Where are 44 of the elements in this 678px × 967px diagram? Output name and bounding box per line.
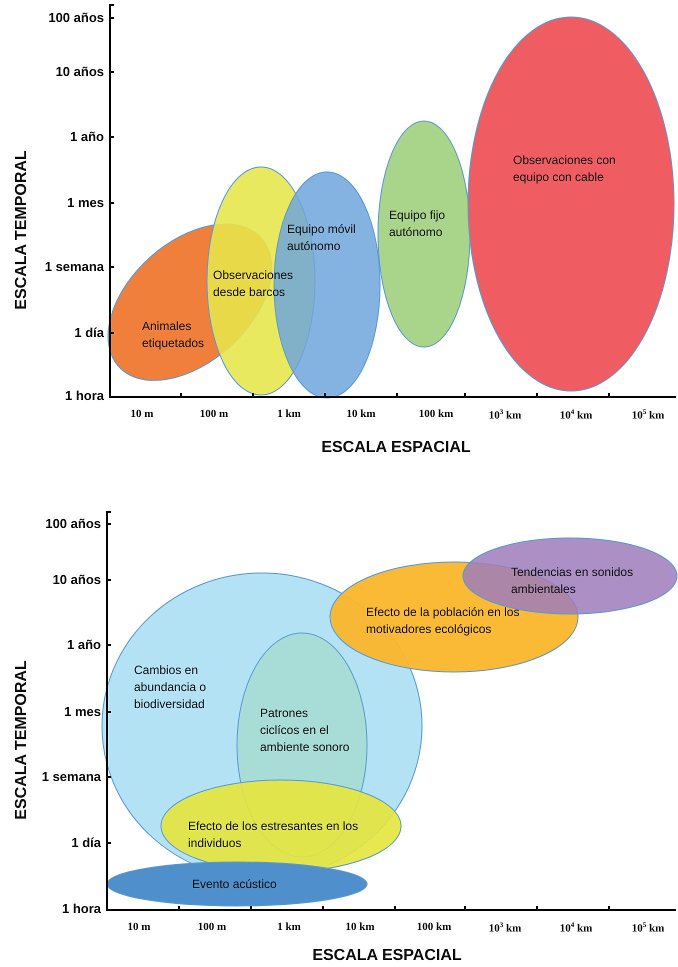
region-label: Cambios en abundancia o biodiversidad bbox=[134, 662, 208, 713]
axis-tick-label: 1 día bbox=[71, 835, 101, 850]
axis-tick-label: 10 años bbox=[52, 572, 101, 587]
axis-tick-label: 1 km bbox=[277, 408, 301, 420]
axis-tick-label: 10$^{5}$ km bbox=[632, 408, 664, 422]
axis-tick-label: 1 día bbox=[74, 325, 104, 340]
region-label: Tendencias en sonidos ambientales bbox=[511, 564, 634, 598]
axis-tick-label: 100 años bbox=[45, 516, 101, 531]
axis-tick-label: 100 km bbox=[416, 921, 452, 933]
axis-tick-label: 1 km bbox=[277, 921, 301, 933]
axis-tick-label: 10 m bbox=[128, 921, 150, 933]
axis-tick-label: 100 m bbox=[198, 921, 226, 933]
axis-tick-label: 100 km bbox=[418, 408, 454, 420]
region-label: Animales etiquetados bbox=[142, 318, 206, 352]
axis-tick-label: 1 semana bbox=[42, 769, 101, 784]
axis-tick-label: 100 años bbox=[48, 10, 104, 25]
axis-tick-label: 10$^{3}$ km bbox=[488, 408, 522, 422]
axis-tick-label: 1 mes bbox=[67, 195, 104, 210]
region-label: Equipo fijo autónomo bbox=[389, 207, 446, 241]
region-label: Equipo móvil autónomo bbox=[287, 221, 357, 255]
axis-title: ESCALA ESPACIAL bbox=[321, 439, 471, 457]
axis-tick-label: 10$^{3}$ km bbox=[488, 921, 522, 935]
axis-tick-label: 10 km bbox=[346, 408, 376, 420]
region-label: Observaciones con equipo con cable bbox=[513, 152, 617, 186]
axis-title: ESCALA TEMPORAL bbox=[13, 150, 31, 310]
axis-tick-label: 1 semana bbox=[44, 259, 104, 274]
axis-tick-label: 10 m bbox=[130, 408, 154, 420]
axis-tick-label: 1 año bbox=[70, 129, 104, 144]
axis-tick-label: 10$^{4}$ km bbox=[560, 408, 592, 422]
region-label: Efecto de la población en los motivadores ecológicos bbox=[366, 604, 520, 638]
axis-tick-label: 1 hora bbox=[64, 388, 104, 403]
axis-tick-label: 1 mes bbox=[64, 704, 101, 719]
axis-tick-label: 10 km bbox=[345, 921, 375, 933]
axis-tick-label: 10 años bbox=[56, 64, 104, 79]
axis-tick-label: 100 m bbox=[200, 408, 228, 420]
axis-tick-label: 1 año bbox=[67, 637, 101, 652]
axis-tick-label: 10$^{5}$ km bbox=[632, 921, 664, 935]
axis-tick-label: 1 hora bbox=[62, 901, 101, 916]
axis-title: ESCALA TEMPORAL bbox=[13, 660, 31, 820]
axis-tick-label: 10$^{4}$ km bbox=[560, 921, 592, 935]
region-label: Efecto de los estresantes en los individuos bbox=[188, 818, 360, 852]
region-label: Patrones ciclícos en el ambiente sonoro bbox=[260, 705, 350, 756]
region-label: Evento acústico bbox=[192, 876, 278, 893]
axis-title: ESCALA ESPACIAL bbox=[312, 947, 462, 965]
